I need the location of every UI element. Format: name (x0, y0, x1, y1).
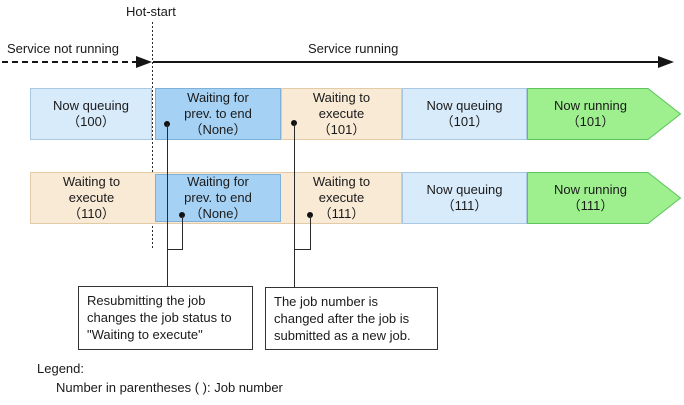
state-label-waiting-execute-110: Waiting to execute （110） (62, 174, 121, 221)
state-box-waiting-prev-end-row2: Waiting for prev. to end （None） (155, 174, 281, 222)
service-not-running-dashed-line (2, 61, 136, 63)
callout2-line-main (294, 123, 295, 287)
state-arrow-label: Now running （101） (554, 98, 627, 129)
green-arrow-shape (527, 88, 682, 140)
legend-title: Legend: (37, 361, 84, 376)
callout1-dot-row2 (179, 212, 185, 218)
service-running-line (153, 61, 658, 63)
callout-job-number-note: The job number is changed after the job … (265, 287, 438, 350)
state-box-now-queuing-101: Now queuing （101） (402, 88, 527, 140)
solid-arrowhead-icon (658, 56, 674, 68)
service-running-label: Service running (308, 41, 399, 56)
hot-start-divider-line (152, 22, 153, 250)
callout2-line-joint (294, 249, 311, 250)
callout2-line-branch (310, 216, 311, 250)
service-not-running-label: Service not running (7, 41, 120, 56)
callout1-line-branch (182, 216, 183, 250)
callout2-dot-row2 (307, 212, 313, 218)
state-box-now-queuing-111: Now queuing （111） (402, 172, 527, 224)
dashed-arrowhead-icon (136, 56, 152, 68)
state-box-now-queuing-100: Now queuing （100） (30, 88, 152, 140)
state-arrow-label: Now running （111） (554, 182, 627, 213)
state-box-waiting-prev-end-row1: Waiting for prev. to end （None） (155, 88, 281, 140)
state-label-waiting-execute-111: Waiting to execute （111） (312, 174, 371, 221)
callout-resubmit-note: Resubmitting the job changes the job sta… (78, 286, 253, 350)
callout1-line-joint (167, 249, 183, 250)
legend-item-job-number: Number in parentheses ( ): Job number (56, 380, 283, 395)
green-arrow-shape (527, 172, 682, 224)
callout1-line-main (167, 124, 168, 286)
hot-start-label: Hot-start (126, 4, 176, 19)
state-box-waiting-execute-101: Waiting to execute （101） (281, 88, 402, 140)
state-arrow-now-running-111: Now running （111） (527, 172, 682, 224)
state-arrow-now-running-101: Now running （101） (527, 88, 682, 140)
